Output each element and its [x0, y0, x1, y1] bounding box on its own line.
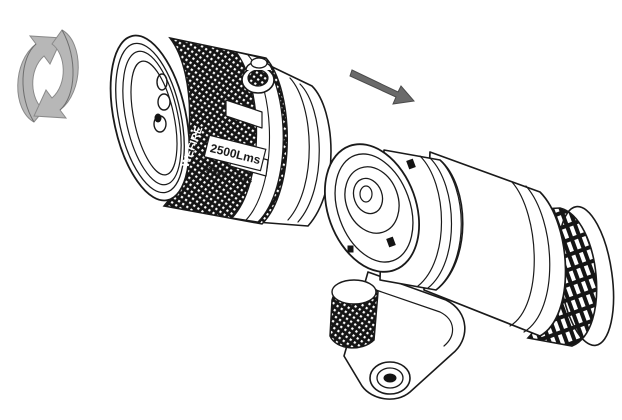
lens-head: WEFIRE 2500Lms Smart Focus	[109, 34, 332, 227]
mount-bracket	[329, 271, 466, 400]
lens-holes	[153, 73, 171, 133]
switch-knob	[241, 57, 275, 94]
rotate-icon	[17, 29, 79, 123]
direction-arrow-icon	[349, 69, 415, 105]
battery-body	[323, 143, 615, 400]
